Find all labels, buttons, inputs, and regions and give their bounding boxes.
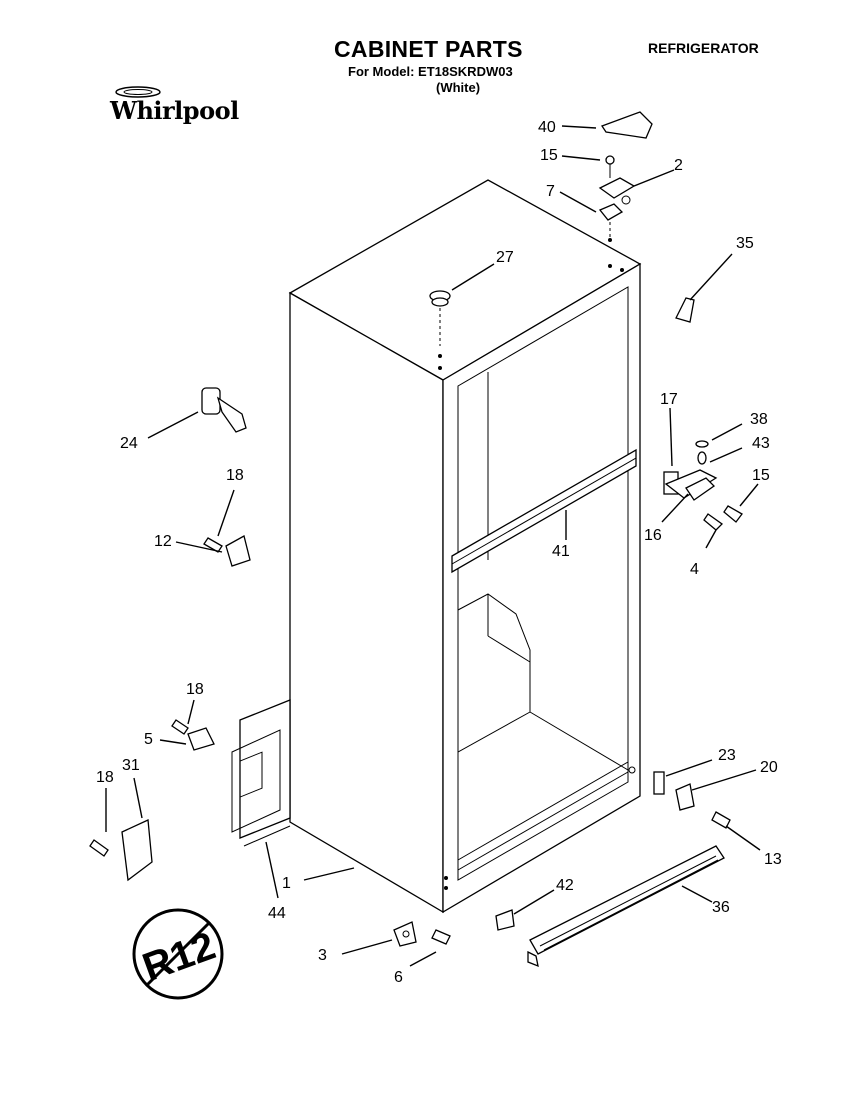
callout-40: 40 (538, 119, 556, 136)
callout-38: 38 (750, 411, 768, 428)
callout-17: 17 (660, 391, 678, 408)
callout-35: 35 (736, 235, 754, 252)
part-12-icon (203, 535, 251, 567)
callout-42: 42 (556, 877, 574, 894)
left-bracket-panel (231, 699, 291, 847)
leader-lines (105, 125, 761, 967)
callout-43: 43 (752, 435, 770, 452)
part-24-icon (201, 387, 247, 433)
callout-23: 23 (718, 747, 736, 764)
callout-44: 44 (268, 905, 286, 922)
brand-logo-icon (115, 86, 161, 98)
callout-5: 5 (144, 731, 153, 748)
callout-3: 3 (318, 947, 327, 964)
right-hinge-assembly (663, 440, 743, 531)
callout-27: 27 (496, 249, 514, 266)
callout-18-middle: 18 (186, 681, 204, 698)
callout-6: 6 (394, 969, 403, 986)
callout-15-top: 15 (540, 147, 558, 164)
callout-18-lower: 18 (96, 769, 114, 786)
callout-24: 24 (120, 435, 138, 452)
model-line: For Model: ET18SKRDW03 (348, 64, 513, 79)
callout-31: 31 (122, 757, 140, 774)
callout-18-upper: 18 (226, 467, 244, 484)
part-27-plug-icon (429, 290, 451, 346)
cabinet-body (288, 179, 642, 914)
product-label: REFRIGERATOR (648, 40, 759, 56)
callout-41: 41 (552, 543, 570, 560)
callout-20: 20 (760, 759, 778, 776)
callout-2: 2 (674, 157, 683, 174)
callout-7: 7 (546, 183, 555, 200)
callout-1: 1 (282, 875, 291, 892)
callout-numbers: 40 15 2 7 35 27 24 17 38 43 15 16 4 41 1… (96, 119, 782, 986)
part-31-icon (121, 819, 153, 882)
parts-3-6 (393, 921, 451, 947)
part-42-icon (495, 909, 515, 931)
callout-15-right: 15 (752, 467, 770, 484)
top-hinge-parts (598, 111, 653, 240)
stamp-text: R12 (137, 924, 221, 990)
page-title: CABINET PARTS (334, 36, 523, 62)
callout-36: 36 (712, 899, 730, 916)
part-35-icon (675, 297, 695, 323)
brand-logo-text: Whirlpool (110, 96, 239, 125)
callout-13: 13 (764, 851, 782, 868)
callout-4: 4 (690, 561, 699, 578)
no-r12-symbol-icon: R12 (132, 908, 224, 1000)
callout-12: 12 (154, 533, 172, 550)
part-5-icon (171, 719, 215, 751)
color-label: (White) (436, 80, 481, 95)
callout-16: 16 (644, 527, 662, 544)
lower-right-hinge-parts (653, 771, 731, 829)
base-grille (527, 845, 725, 968)
